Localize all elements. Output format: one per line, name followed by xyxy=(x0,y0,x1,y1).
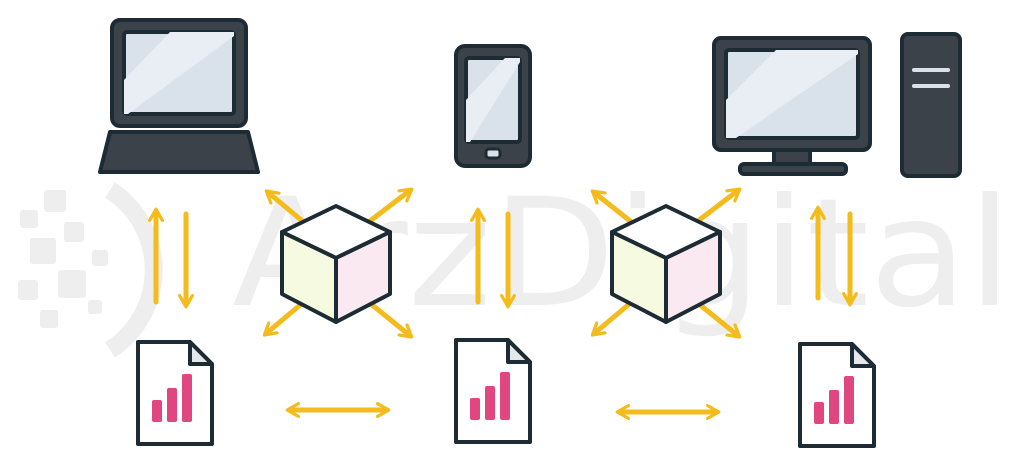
chart-file-icon xyxy=(454,338,532,444)
cube-node-2 xyxy=(590,187,742,339)
watermark-logo-icon xyxy=(18,182,163,358)
desktop-monitor-icon xyxy=(712,36,872,176)
file-file-arrows xyxy=(285,401,721,421)
chart-file-icon xyxy=(798,342,876,448)
watermark: ArzDigital xyxy=(18,167,1012,358)
cube-icon xyxy=(280,204,392,324)
chart-file-icon xyxy=(136,340,214,446)
smartphone-icon xyxy=(454,44,532,168)
laptop-icon xyxy=(98,18,260,174)
cube-node-1 xyxy=(262,187,414,339)
device-file-arrows xyxy=(147,205,859,309)
cube-icon xyxy=(610,204,722,324)
desktop-tower-icon xyxy=(900,32,962,178)
